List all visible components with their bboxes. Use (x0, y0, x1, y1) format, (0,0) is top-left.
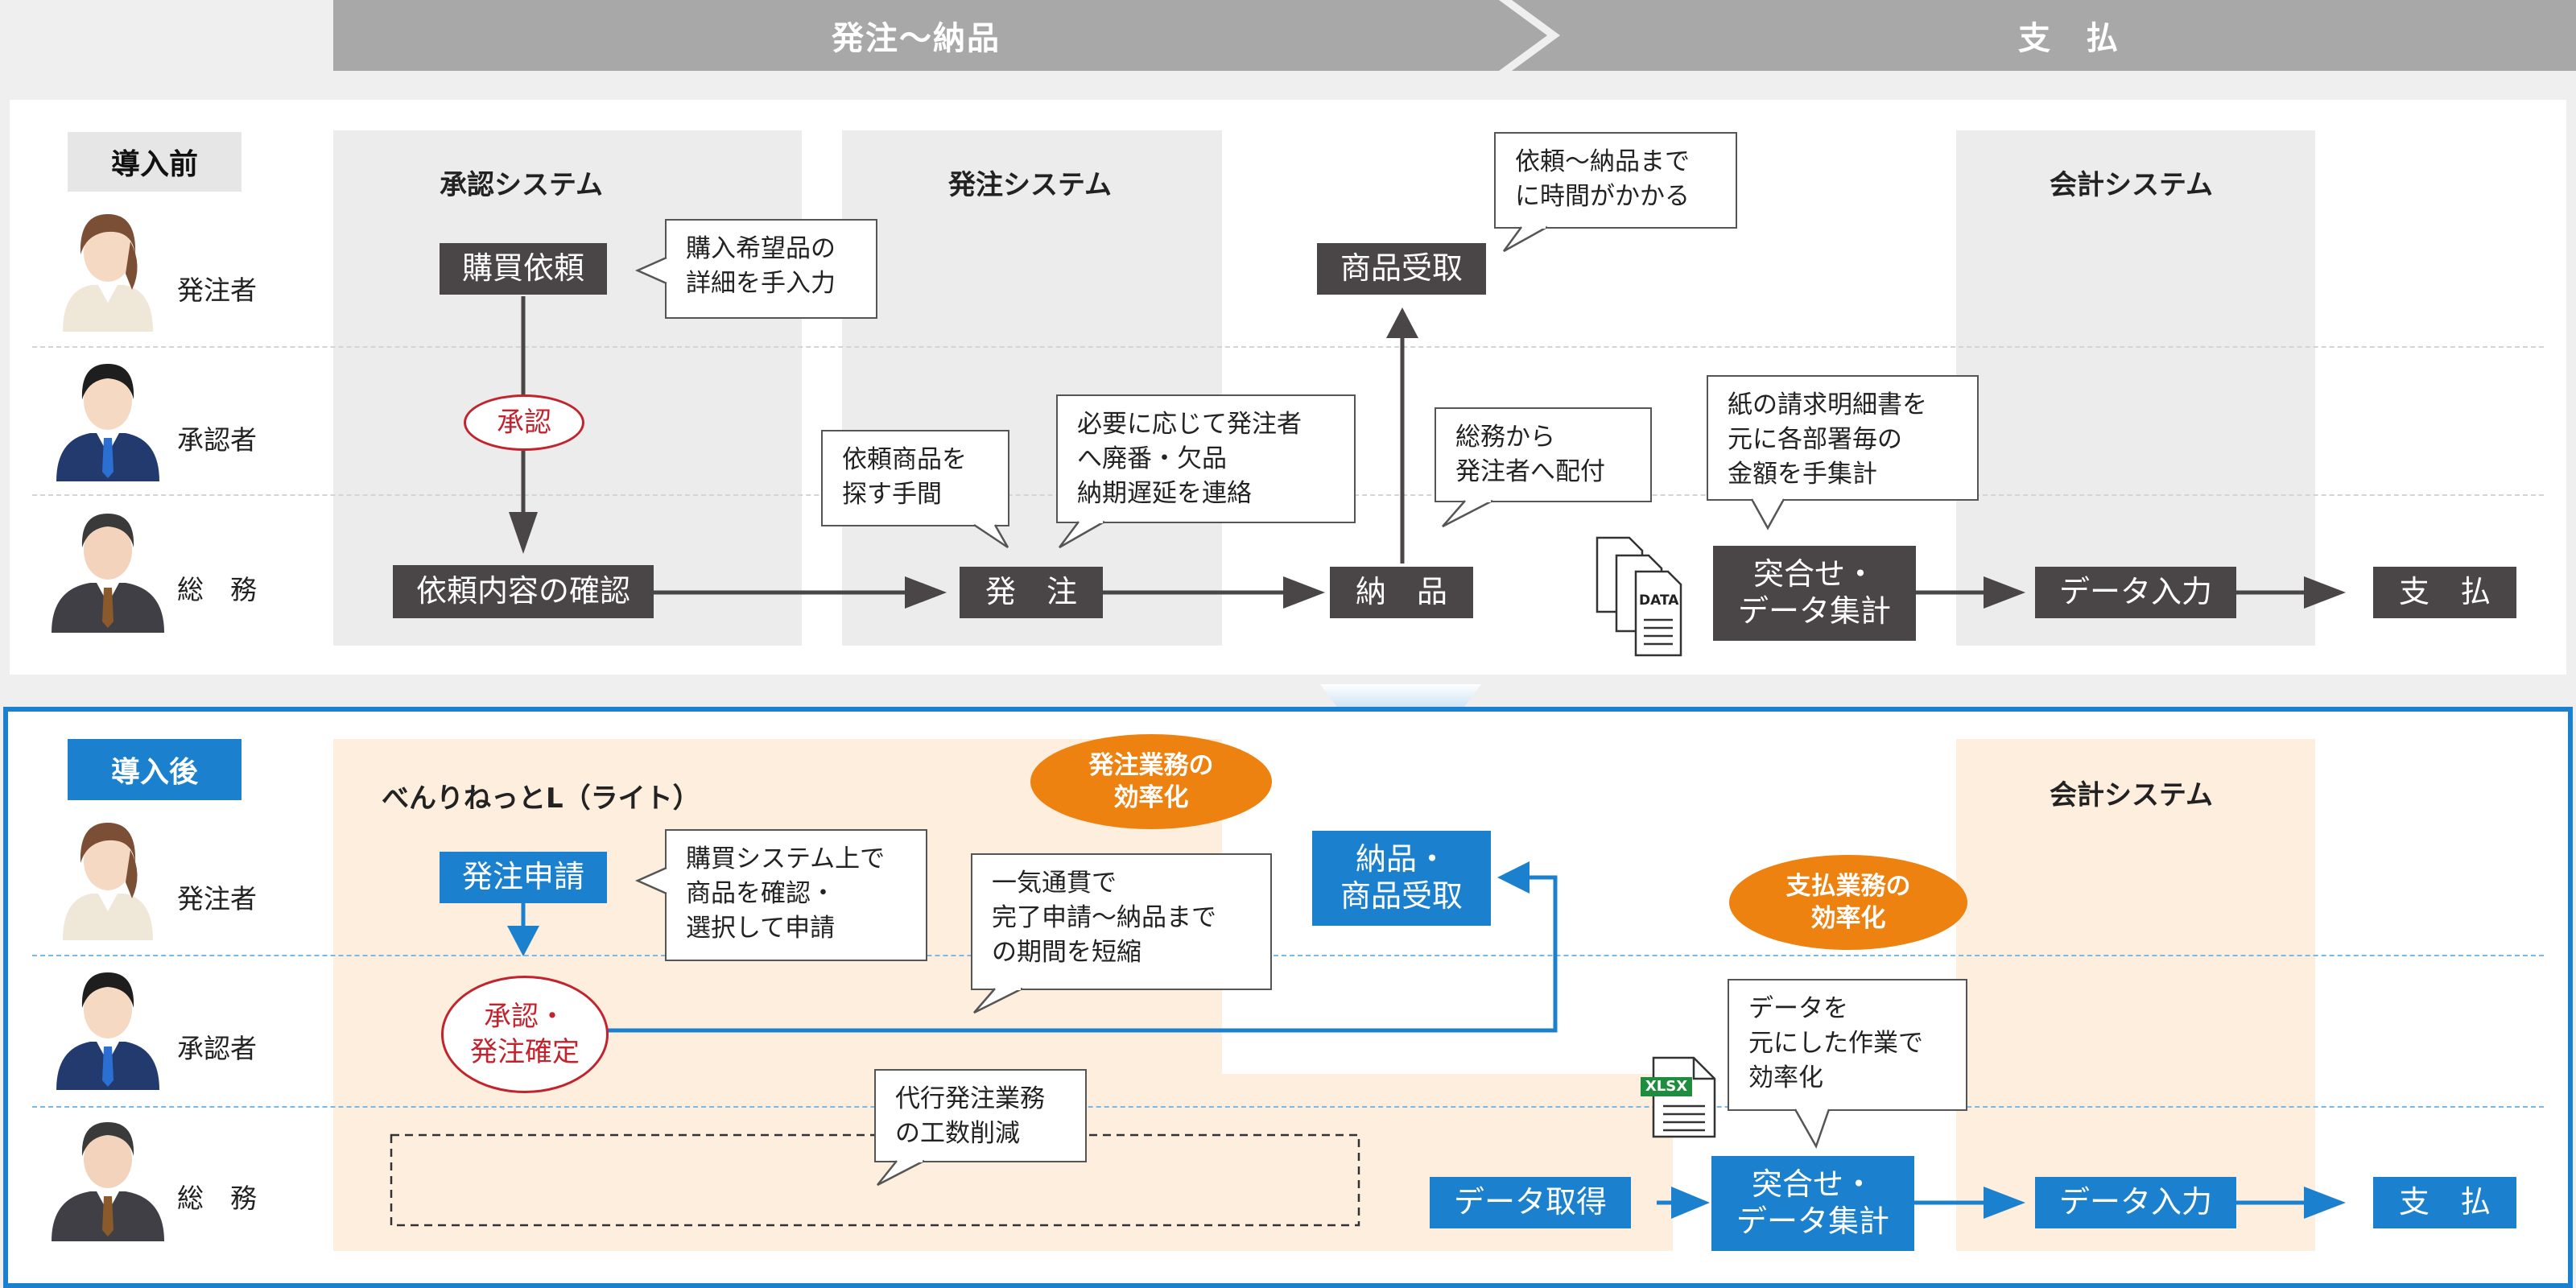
data-entry-box-before: データ入力 (2035, 567, 2236, 618)
accounting-system-zone-after (1956, 739, 2315, 1251)
role-orderer: 発注者 (177, 275, 257, 306)
data-acquire-box: データ取得 (1430, 1177, 1631, 1228)
role-orderer: 発注者 (177, 883, 257, 914)
order-efficiency-badge: 発注業務の 効率化 (1030, 734, 1272, 829)
xlsx-icon-label: XLSX (1645, 1078, 1688, 1095)
accounting-system-zone-before (1956, 130, 2315, 646)
callout-search-effort: 依頼商品を 探す手間 (821, 430, 1009, 526)
role-approver: 承認者 (177, 424, 257, 456)
data-icon-label: DATA (1639, 592, 1679, 609)
data-entry-box-after: データ入力 (2035, 1177, 2236, 1228)
lane-divider (32, 955, 2544, 956)
purchase-request-box: 購買依頼 (440, 243, 607, 295)
callout-select-and-apply: 購買システム上で 商品を確認・ 選択して申請 (665, 829, 927, 961)
confirm-request-box: 依頼内容の確認 (393, 565, 654, 618)
phase-order-shape (333, 0, 1547, 71)
receipt-box-after: 納品・ 商品受取 (1312, 831, 1491, 926)
order-system-label: 発注システム (948, 169, 1112, 201)
callout-contact-orderer: 必要に応じて発注者 へ廃番・欠品 納期遅延を連絡 (1056, 394, 1356, 523)
callout-shorten-lead-time: 一気通貫で 完了申請〜納品まで の期間を短縮 (971, 853, 1272, 990)
delivery-box: 納 品 (1330, 567, 1473, 618)
phase-payment-label: 支 払 (2018, 20, 2120, 57)
after-label: 導入後 (68, 739, 242, 800)
payment-box-after: 支 払 (2373, 1177, 2516, 1228)
reconcile-box-before: 突合せ・ データ集計 (1713, 546, 1916, 641)
reconcile-box-after: 突合せ・ データ集計 (1711, 1156, 1914, 1251)
payment-efficiency-badge: 支払業務の 効率化 (1729, 855, 1967, 950)
callout-data-based-work: データを 元にした作業で 効率化 (1728, 979, 1967, 1111)
callout-paper-invoice: 紙の請求明細書を 元に各部署毎の 金額を手集計 (1707, 375, 1979, 501)
callout-long-lead-time: 依頼〜納品まで に時間がかかる (1494, 132, 1737, 229)
receipt-box: 商品受取 (1317, 243, 1486, 295)
order-system-zone (842, 130, 1222, 646)
approval-ellipse: 承認 (464, 394, 584, 451)
phase-payment-shape (1512, 0, 2576, 71)
accounting-system-label-after: 会計システム (2050, 779, 2213, 811)
approval-system-zone (333, 130, 802, 646)
callout-reduce-proxy-work: 代行発注業務 の工数削減 (874, 1069, 1087, 1162)
lane-divider (32, 1106, 2544, 1108)
approval-system-label: 承認システム (440, 169, 603, 201)
order-box: 発 注 (960, 567, 1103, 618)
accounting-system-label: 会計システム (2050, 169, 2213, 201)
approval-confirm-ellipse: 承認・ 発注確定 (441, 976, 609, 1093)
before-label: 導入前 (68, 132, 242, 192)
role-approver: 承認者 (177, 1033, 257, 1064)
benri-system-label: べんりねっとL（ライト） (382, 782, 700, 815)
role-general-affairs: 総 務 (177, 1183, 257, 1214)
phase-order-label: 発注〜納品 (832, 20, 1001, 57)
callout-distribution: 総務から 発注者へ配付 (1435, 407, 1652, 502)
payment-box-before: 支 払 (2373, 567, 2516, 618)
phase-banner (333, 0, 2576, 71)
lane-divider (32, 346, 2544, 348)
role-general-affairs: 総 務 (177, 574, 257, 605)
callout-manual-entry: 購入希望品の 詳細を手入力 (665, 219, 877, 319)
order-application-box: 発注申請 (440, 852, 607, 903)
